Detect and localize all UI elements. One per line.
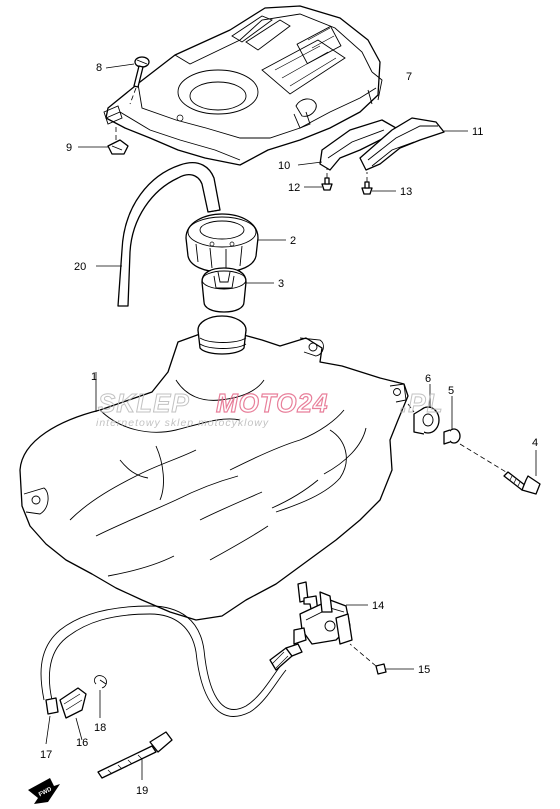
callout-8: 8 (96, 62, 102, 74)
fuel-hose[interactable] (40, 605, 303, 717)
cover-screw[interactable] (133, 56, 150, 88)
hose-fitting[interactable] (59, 687, 87, 719)
cap-gasket[interactable] (201, 267, 247, 313)
callout-6: 6 (425, 373, 431, 385)
watermark-tagline: internetowy sklep motocyklowy (96, 417, 269, 429)
fuel-cap[interactable] (185, 213, 259, 273)
breather-hose[interactable] (117, 162, 221, 307)
callout-18: 18 (94, 722, 106, 734)
callout-5: 5 (448, 385, 454, 397)
rubber-cushion[interactable] (413, 406, 440, 435)
hose-clip[interactable] (93, 675, 107, 689)
tank-cover[interactable] (103, 5, 383, 166)
fwd-direction-badge: FWD (28, 778, 60, 804)
watermark: SKLEP MOTO24 .PL internetowy sklep motoc… (96, 387, 443, 429)
fuel-valve[interactable] (293, 581, 353, 645)
callout-10: 10 (278, 160, 290, 172)
watermark-brand-left: SKLEP (98, 388, 190, 418)
callout-4: 4 (532, 437, 538, 449)
bracket-left[interactable] (319, 119, 397, 171)
callout-17: 17 (40, 749, 52, 761)
watermark-brand-highlight: MOTO24 (216, 388, 328, 418)
watermark-brand-right: .PL (400, 388, 443, 418)
callout-2: 2 (290, 235, 296, 247)
bracket-right[interactable] (359, 117, 445, 171)
callout-11: 11 (472, 126, 483, 138)
callout-3: 3 (278, 278, 284, 290)
callout-15: 15 (418, 664, 430, 676)
bolt[interactable] (503, 471, 541, 495)
valve-screw[interactable] (375, 663, 387, 675)
callout-12: 12 (288, 182, 300, 194)
callout-9: 9 (66, 142, 72, 154)
fuel-tank[interactable] (19, 315, 409, 621)
callout-7: 7 (406, 71, 412, 83)
callout-14: 14 (372, 600, 384, 612)
callout-13: 13 (400, 186, 412, 198)
spacer[interactable] (443, 428, 461, 445)
callout-19: 19 (136, 785, 148, 797)
band-tie[interactable] (97, 731, 173, 779)
nut-clip[interactable] (107, 139, 129, 155)
callout-16: 16 (76, 737, 88, 749)
callout-20: 20 (74, 261, 86, 273)
screw-13[interactable] (361, 181, 373, 195)
screw-12[interactable] (321, 177, 333, 191)
callout-1: 1 (91, 371, 97, 383)
